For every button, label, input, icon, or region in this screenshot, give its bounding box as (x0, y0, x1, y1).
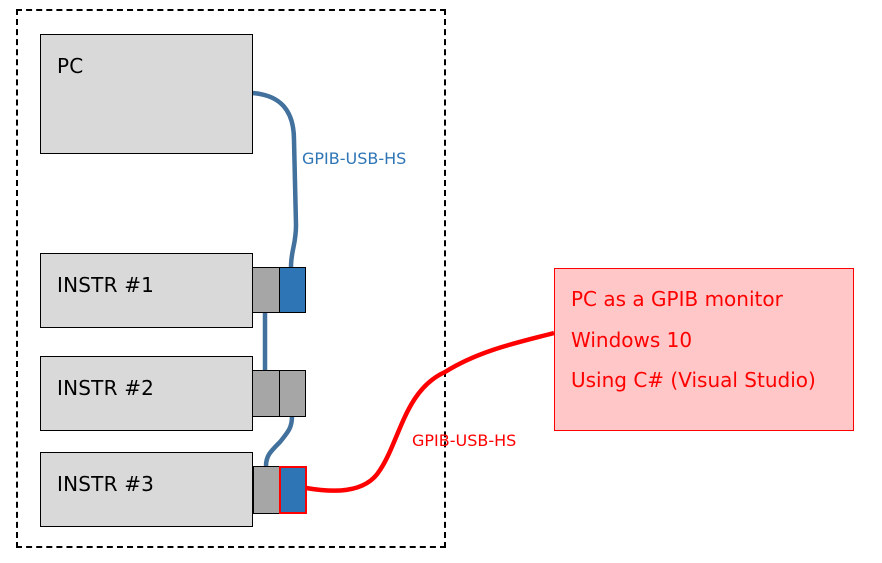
device-label: INSTR #2 (57, 376, 155, 400)
device-instr3: INSTR #3 (40, 452, 253, 527)
device-instr1: INSTR #1 (40, 253, 253, 328)
gpib-connector (252, 267, 280, 313)
cable-label-red: GPIB-USB-HS (412, 431, 517, 450)
monitor-line: PC as a GPIB monitor (571, 287, 783, 311)
device-label: INSTR #3 (57, 472, 155, 496)
cable-label-blue: GPIB-USB-HS (302, 149, 407, 168)
monitor-pc-box: PC as a GPIB monitor Windows 10 Using C#… (554, 268, 854, 431)
test-system-boundary (16, 9, 446, 548)
device-pc: PC (40, 34, 253, 154)
device-label: PC (57, 54, 84, 78)
gpib-connector (279, 370, 306, 417)
monitor-usb-adapter-connector (279, 466, 307, 514)
cable-instr3-to-monitor (305, 330, 555, 493)
device-instr2: INSTR #2 (40, 356, 253, 431)
cable-instr2-to-instr3 (263, 415, 295, 467)
device-label: INSTR #1 (57, 273, 155, 297)
monitor-line: Using C# (Visual Studio) (571, 368, 816, 392)
gpib-connector (253, 466, 280, 514)
cable-pc-to-instr1 (251, 90, 299, 268)
gpib-connector (252, 370, 280, 417)
monitor-line: Windows 10 (571, 328, 693, 352)
usb-adapter-connector (279, 267, 306, 313)
